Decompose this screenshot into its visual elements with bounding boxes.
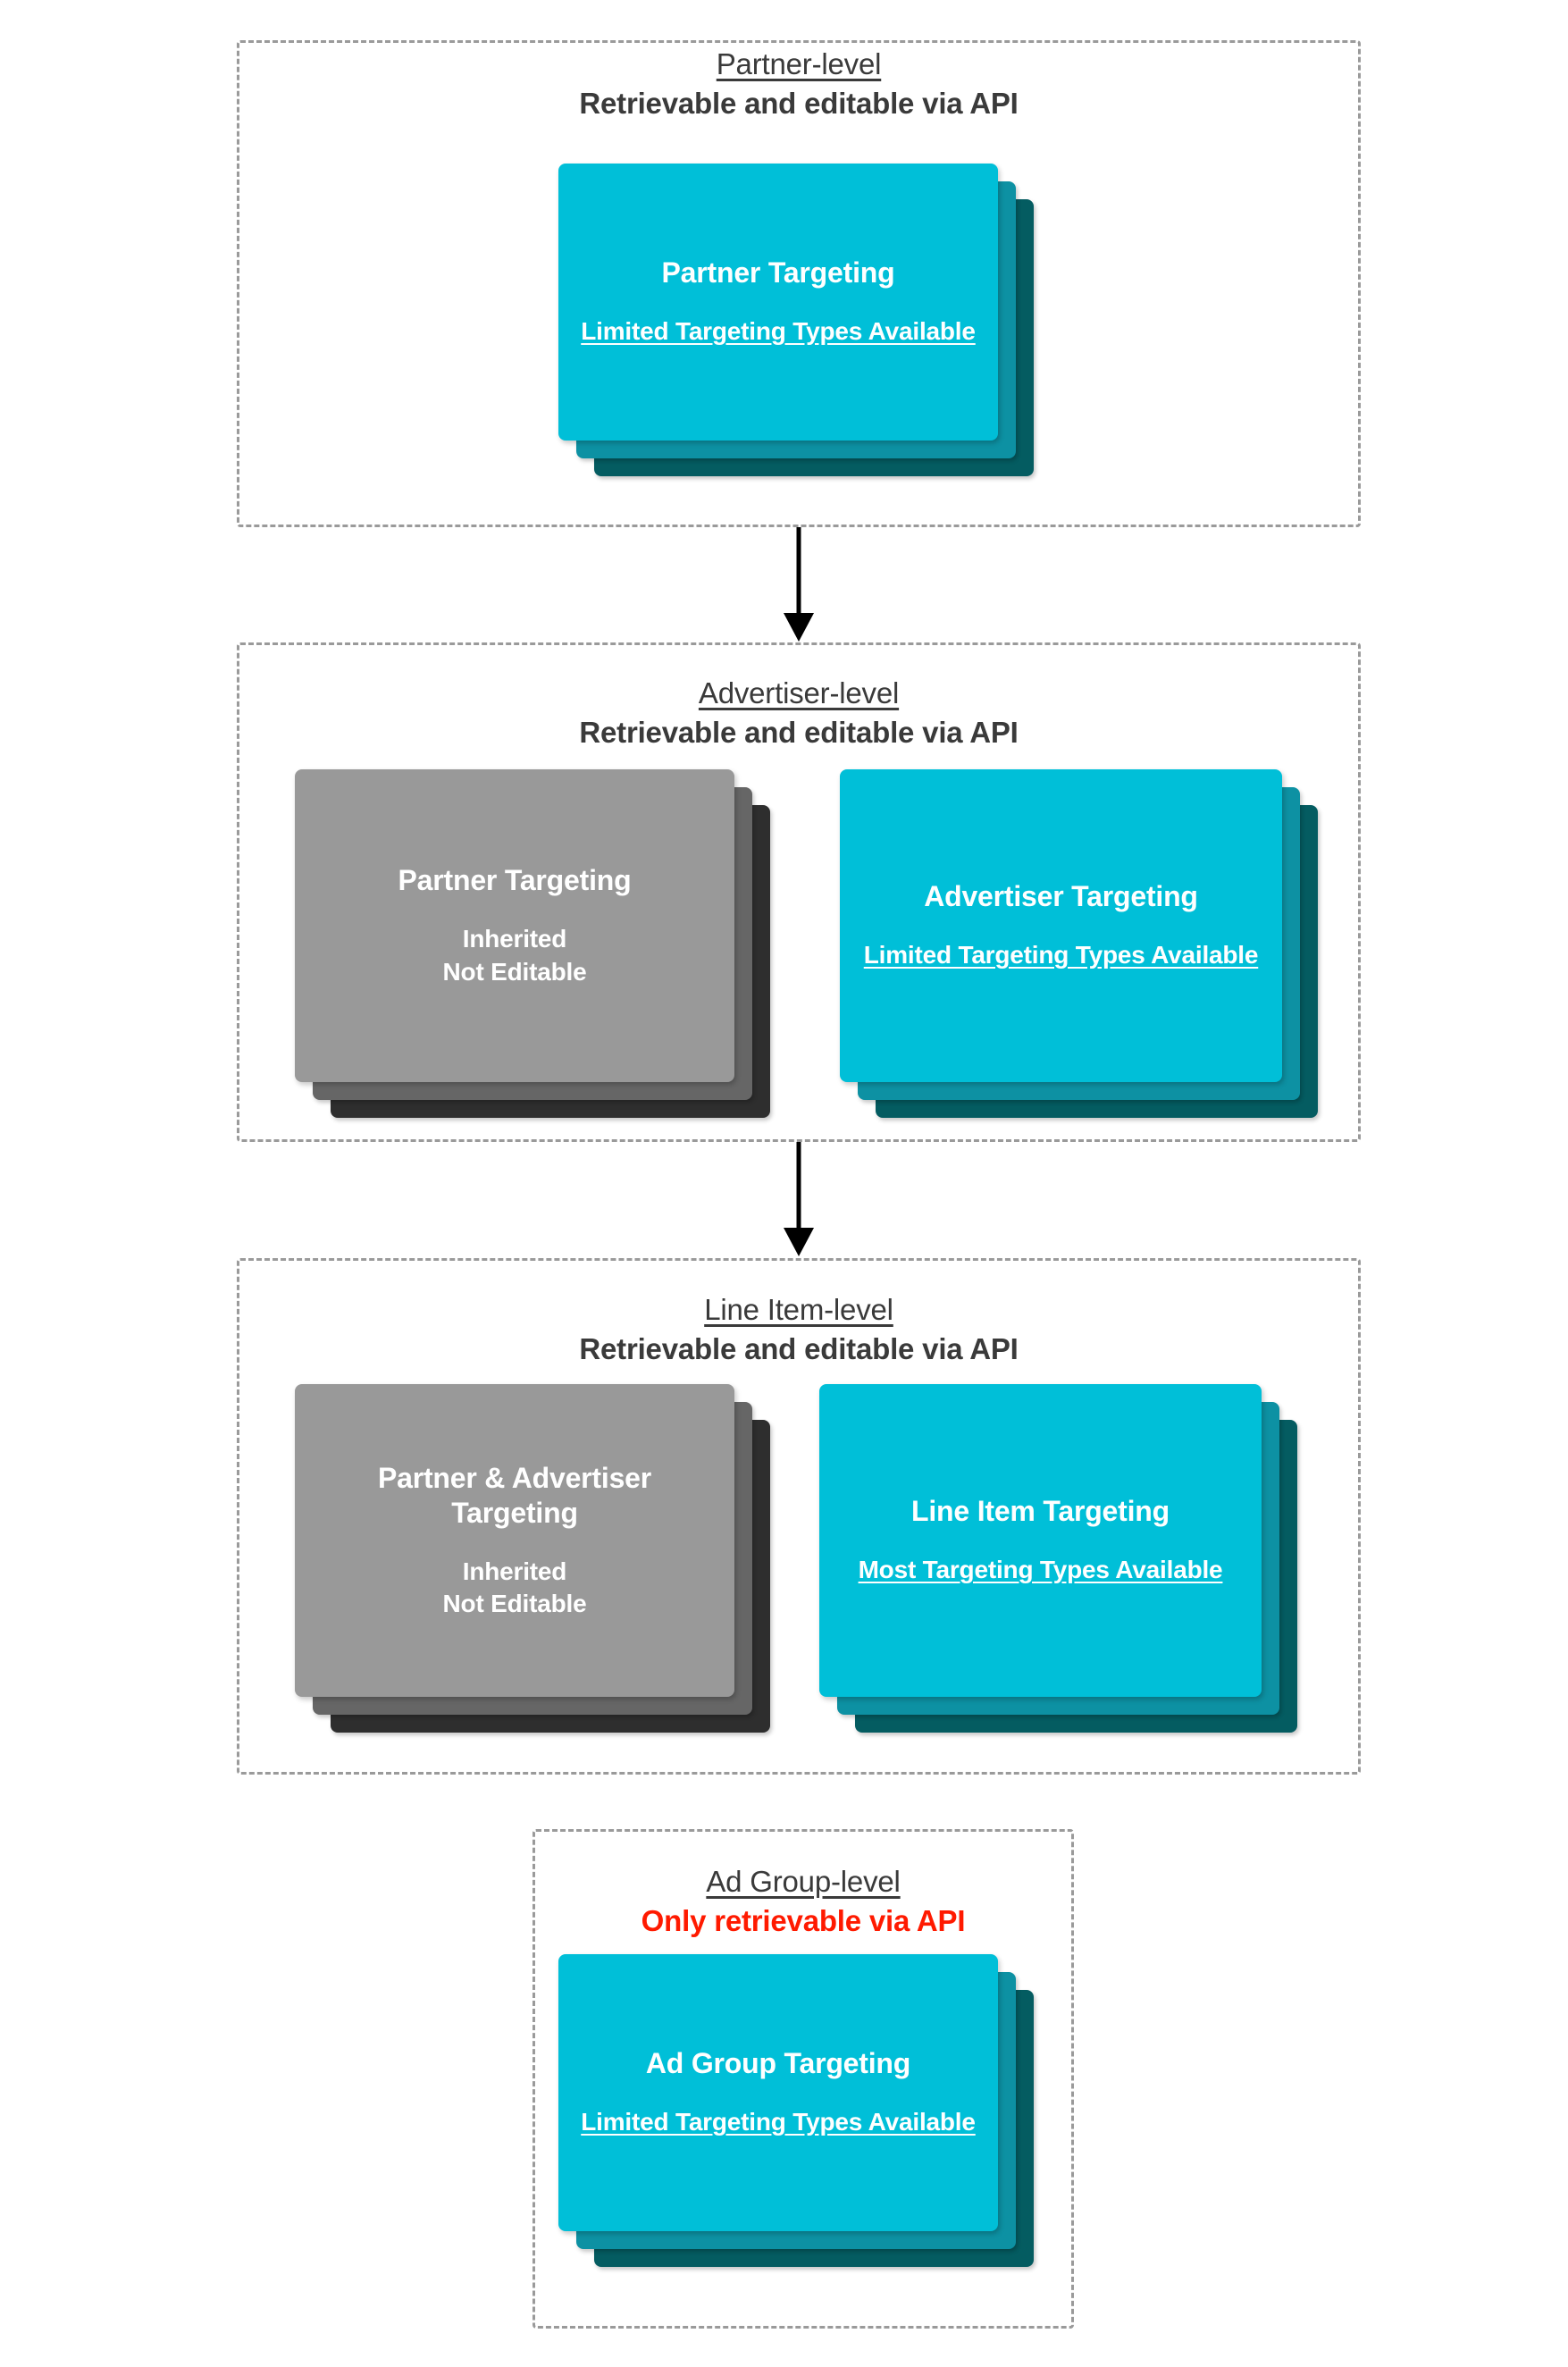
- card-stack-line-item-targeting: Line Item Targeting Most Targeting Types…: [819, 1384, 1297, 1733]
- level-box-line-item: [237, 1258, 1361, 1775]
- card-stack-inherited-partner-targeting: Partner Targeting Inherited Not Editable: [295, 769, 770, 1118]
- card-stack-advertiser-targeting: Advertiser Targeting Limited Targeting T…: [840, 769, 1318, 1118]
- card-inherited-partner-targeting[interactable]: Partner Targeting Inherited Not Editable: [295, 769, 734, 1082]
- card-note: Inherited Not Editable: [442, 925, 587, 986]
- level-box-partner: [237, 40, 1361, 527]
- card-partner-targeting[interactable]: Partner Targeting Limited Targeting Type…: [558, 164, 998, 441]
- card-title: Partner Targeting: [398, 864, 632, 897]
- card-note: Limited Targeting Types Available: [581, 317, 976, 346]
- card-note: Limited Targeting Types Available: [863, 941, 1259, 969]
- card-stack-ad-group-targeting: Ad Group Targeting Limited Targeting Typ…: [558, 1954, 1034, 2267]
- card-advertiser-targeting[interactable]: Advertiser Targeting Limited Targeting T…: [840, 769, 1282, 1082]
- connector-partner-to-advertiser: [772, 527, 826, 643]
- level-box-ad-group: [532, 1829, 1074, 2329]
- card-line-item-targeting[interactable]: Line Item Targeting Most Targeting Types…: [819, 1384, 1262, 1697]
- card-title: Ad Group Targeting: [645, 2047, 911, 2080]
- level-box-advertiser: [237, 642, 1361, 1142]
- card-note: Most Targeting Types Available: [858, 1556, 1223, 1584]
- card-ad-group-targeting[interactable]: Ad Group Targeting Limited Targeting Typ…: [558, 1954, 998, 2231]
- card-stack-partner-targeting: Partner Targeting Limited Targeting Type…: [558, 164, 1034, 476]
- card-title: Line Item Targeting: [911, 1495, 1170, 1528]
- card-title: Partner & Advertiser Targeting: [377, 1461, 652, 1529]
- card-stack-inherited-partner-advertiser-targeting: Partner & Advertiser Targeting Inherited…: [295, 1384, 770, 1733]
- card-inherited-partner-advertiser-targeting[interactable]: Partner & Advertiser Targeting Inherited…: [295, 1384, 734, 1697]
- card-note: Limited Targeting Types Available: [581, 2108, 976, 2136]
- card-title: Partner Targeting: [661, 256, 895, 290]
- connector-advertiser-to-line-item: [772, 1142, 826, 1258]
- card-note: Inherited Not Editable: [442, 1557, 587, 1618]
- card-title: Advertiser Targeting: [924, 880, 1198, 913]
